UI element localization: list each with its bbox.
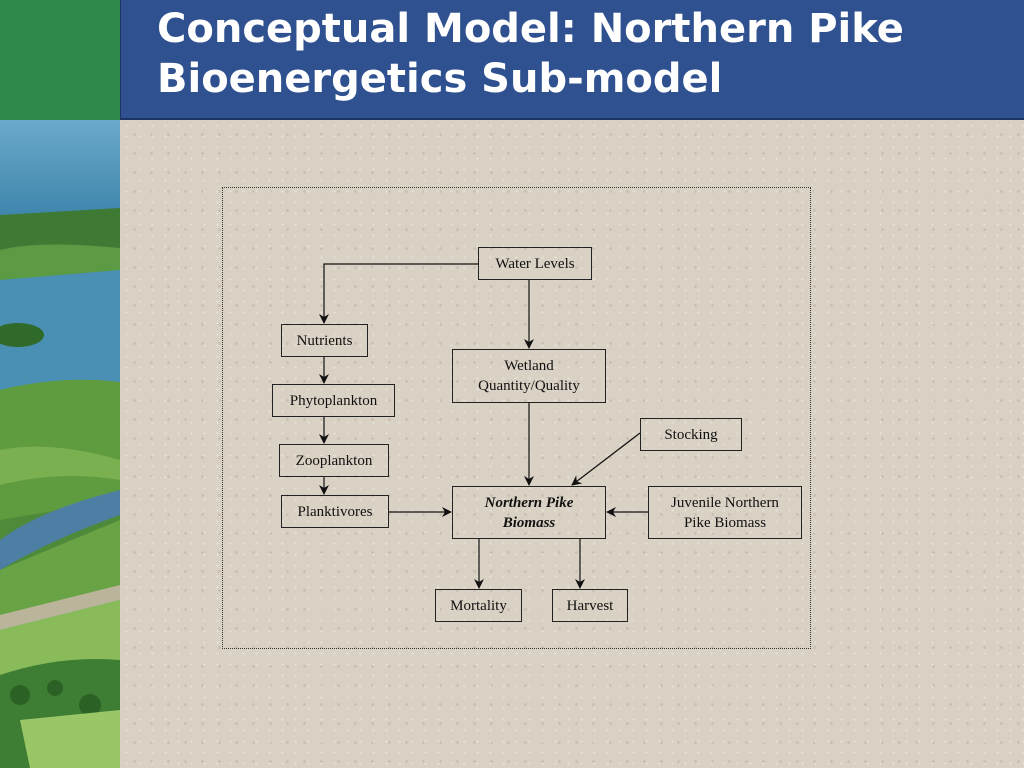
arrow-stocking-to-pike: [571, 432, 641, 486]
slide-content-area: [120, 120, 1024, 768]
slide-title: Conceptual Model: Northern Pike Bioenerg…: [157, 6, 904, 102]
node-stocking: Stocking: [640, 418, 742, 451]
node-juvenile-northern-pike-biomass: Juvenile Northern Pike Biomass: [648, 486, 802, 539]
node-northern-pike-biomass: Northern Pike Biomass: [452, 486, 606, 539]
node-planktivores: Planktivores: [281, 495, 389, 528]
arrow-water-to-nutrients: [319, 263, 478, 324]
title-bar: Conceptual Model: Northern Pike Bioenerg…: [120, 0, 1024, 120]
node-nutrients: Nutrients: [281, 324, 368, 357]
node-wetland-quantity-quality: Wetland Quantity/Quality: [452, 349, 606, 403]
node-harvest: Harvest: [552, 589, 628, 622]
aerial-photo-strip: [0, 120, 120, 768]
aerial-landscape-image: [0, 120, 120, 768]
node-zooplankton: Zooplankton: [279, 444, 389, 477]
node-water-levels: Water Levels: [478, 247, 592, 280]
node-phytoplankton: Phytoplankton: [272, 384, 395, 417]
diagram-frame: [222, 187, 811, 649]
node-mortality: Mortality: [435, 589, 522, 622]
corner-accent-block: [0, 0, 120, 120]
